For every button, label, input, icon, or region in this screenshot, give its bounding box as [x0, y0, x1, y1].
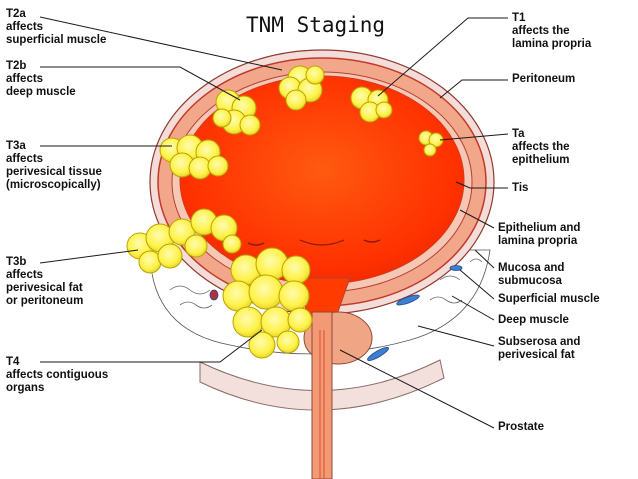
- label-t1: T1 affects the lamina propria: [512, 12, 592, 50]
- fat-texture: [169, 258, 483, 309]
- label-prostate: Prostate: [498, 421, 545, 433]
- label-subserosa: Subserosa and perivesical fat: [498, 336, 581, 361]
- tumor-t3b: [126, 208, 242, 274]
- blood-vessels: [209, 265, 463, 361]
- label-ta: Ta affects the epithelium: [512, 128, 570, 166]
- label-mucosa-submucosa: Mucosa and submucosa: [498, 262, 565, 287]
- label-t3b: T3b affects perivesical fat or peritoneu…: [6, 256, 84, 307]
- label-deep-muscle: Deep muscle: [498, 314, 569, 326]
- right-leader-lines: [339, 17, 509, 429]
- label-t3a: T3a affects perivesical tissue (microsco…: [6, 140, 102, 191]
- page-title: TNM Staging: [246, 13, 386, 37]
- label-t2b: T2b affects deep muscle: [6, 60, 76, 98]
- left-leader-lines: [39, 16, 283, 363]
- label-peritoneum: Peritoneum: [512, 73, 576, 85]
- pelvic-floor: [199, 359, 445, 411]
- label-superficial-muscle: Superficial muscle: [498, 293, 600, 305]
- label-t2a: T2a affects superficial muscle: [6, 8, 107, 46]
- tumor-t1: [350, 86, 393, 123]
- tumor-t3a: [159, 134, 229, 180]
- urethra: [311, 311, 333, 479]
- label-t4: T4 affects contiguous organs: [6, 356, 109, 394]
- tumor-t4: [222, 247, 313, 359]
- ureteric-orifice-right: [363, 239, 381, 243]
- label-tis: Tis: [512, 182, 529, 194]
- label-epithelium-lamina: Epithelium and lamina propria: [498, 222, 581, 247]
- tumor-t2b: [212, 89, 261, 136]
- ureteric-orifice-left: [247, 242, 265, 246]
- tumor-t2a: [278, 65, 325, 111]
